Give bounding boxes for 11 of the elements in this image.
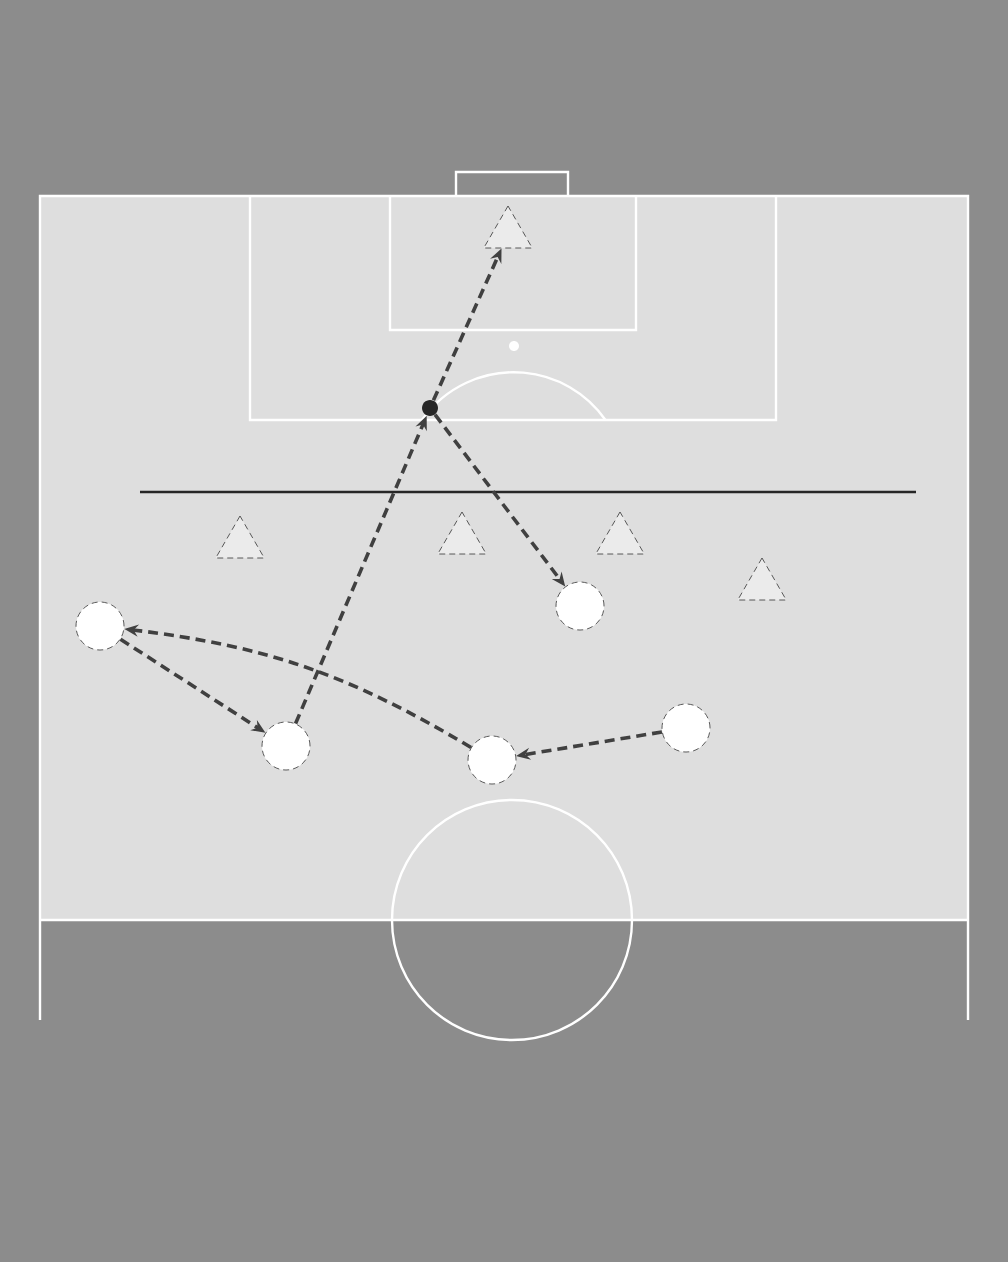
defender-triangle (737, 557, 787, 601)
player-circle (661, 703, 711, 753)
player-circle (467, 735, 517, 785)
defender-triangle (595, 511, 645, 555)
ball-marker (422, 400, 438, 416)
defender-triangle (437, 511, 487, 555)
defender-triangle (483, 205, 533, 249)
player-circle (555, 581, 605, 631)
player-circle (75, 601, 125, 651)
defender-triangle (215, 515, 265, 559)
player-circle (261, 721, 311, 771)
